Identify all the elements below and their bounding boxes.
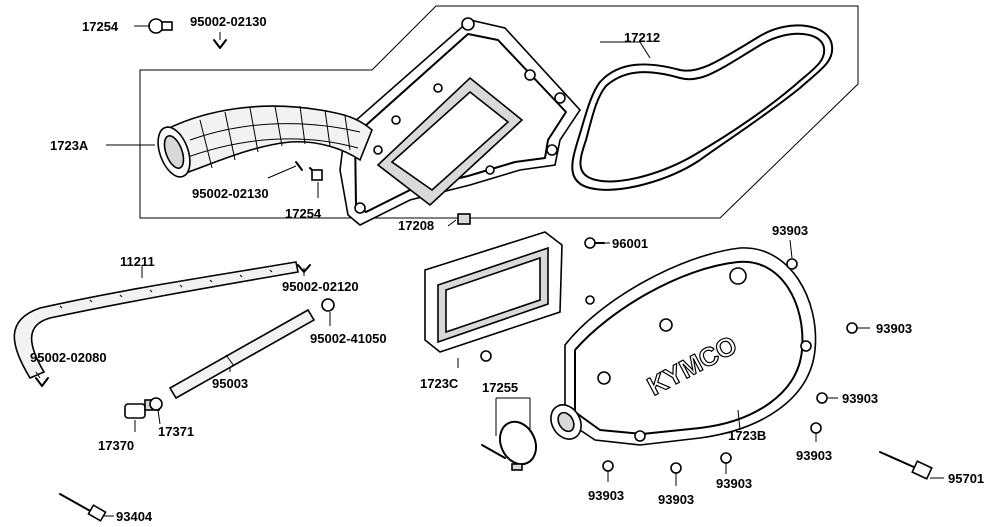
clip-95002-02130-top: [213, 39, 227, 49]
cap-17254-top: [148, 18, 173, 34]
element-1723c: [424, 231, 563, 353]
label-17254-lower: 17254: [285, 206, 322, 221]
upper-case-1723a: [339, 17, 582, 226]
label-95002-02130-lower: 95002-02130: [192, 186, 269, 201]
label-95002-41050: 95002-41050: [310, 331, 387, 346]
screw-element-mid: [585, 295, 595, 305]
lower-case-1723b: KYMCO: [550, 247, 817, 446]
screw-93903-f: [670, 462, 682, 474]
label-1723a: 1723A: [50, 138, 89, 153]
label-93903-right: 93903: [876, 321, 912, 336]
screw-93903-g: [720, 452, 732, 464]
intake-snorkel: [157, 105, 373, 178]
label-17212: 17212: [624, 30, 660, 45]
label-17255: 17255: [482, 380, 518, 395]
screw-96001: [584, 237, 605, 249]
label-17370: 17370: [98, 438, 134, 453]
label-95002-02120: 95002-02120: [282, 279, 359, 294]
label-95002-02130-top: 95002-02130: [190, 14, 267, 29]
screw-93903-c: [816, 392, 828, 404]
hose-11211: [13, 261, 299, 380]
label-93903-low-right: 93903: [796, 448, 832, 463]
screw-element-bottom: [480, 350, 492, 362]
hose-95003: [168, 308, 316, 400]
label-17254-top: 17254: [82, 19, 119, 34]
label-93903-top: 93903: [772, 223, 808, 238]
screw-93903-a: [786, 258, 798, 270]
clamp-17255: [481, 420, 537, 471]
label-93903-bottom-b: 93903: [658, 492, 694, 507]
label-93404: 93404: [116, 509, 153, 524]
label-95003: 95003: [212, 376, 248, 391]
leader-lines: [35, 25, 944, 517]
label-96001: 96001: [612, 236, 648, 251]
label-11211: 11211: [120, 254, 155, 269]
label-93903-bottom-c: 93903: [716, 476, 752, 491]
bolt-95701: [879, 451, 933, 480]
clip-95002-02080: [35, 377, 49, 387]
label-17208: 17208: [398, 218, 434, 233]
clamp-17371: [149, 397, 163, 411]
label-1723c: 1723C: [420, 376, 459, 391]
gasket-17212: [571, 24, 834, 191]
screw-93903-b: [846, 322, 858, 334]
bolt-93404: [59, 493, 107, 522]
label-95701: 95701: [948, 471, 984, 486]
label-93903-bottom-a: 93903: [588, 488, 624, 503]
grommet-17208: [457, 213, 471, 225]
label-95002-02080: 95002-02080: [30, 350, 107, 365]
label-17371: 17371: [158, 424, 194, 439]
clip-95002-41050: [321, 298, 335, 312]
label-93903-mid-right: 93903: [842, 391, 878, 406]
screw-93903-d: [810, 422, 822, 434]
part-labels: 17254 95002-02130 17212 1723A 95002-0213…: [30, 14, 984, 524]
screw-93903-e: [602, 460, 614, 472]
label-1723b: 1723B: [728, 428, 766, 443]
cap-17254-lower: [295, 161, 323, 181]
assembly-frame: [139, 5, 859, 219]
